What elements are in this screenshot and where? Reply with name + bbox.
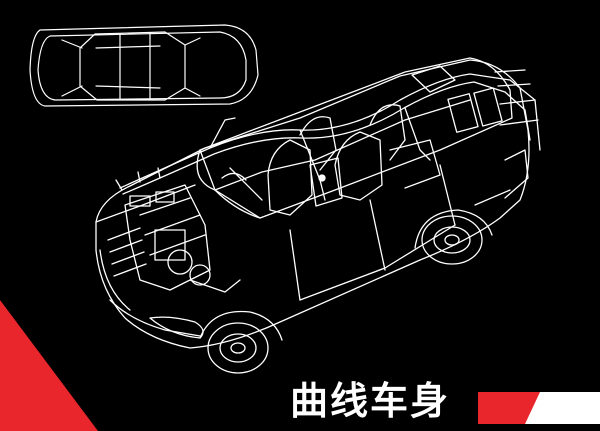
red-corner-triangle [0,300,98,431]
title-accent-banner [478,392,600,424]
car-cutaway-wireframe [95,57,541,374]
car-top-view-outline [29,24,259,107]
poster-title: 曲线车身 [290,379,451,423]
